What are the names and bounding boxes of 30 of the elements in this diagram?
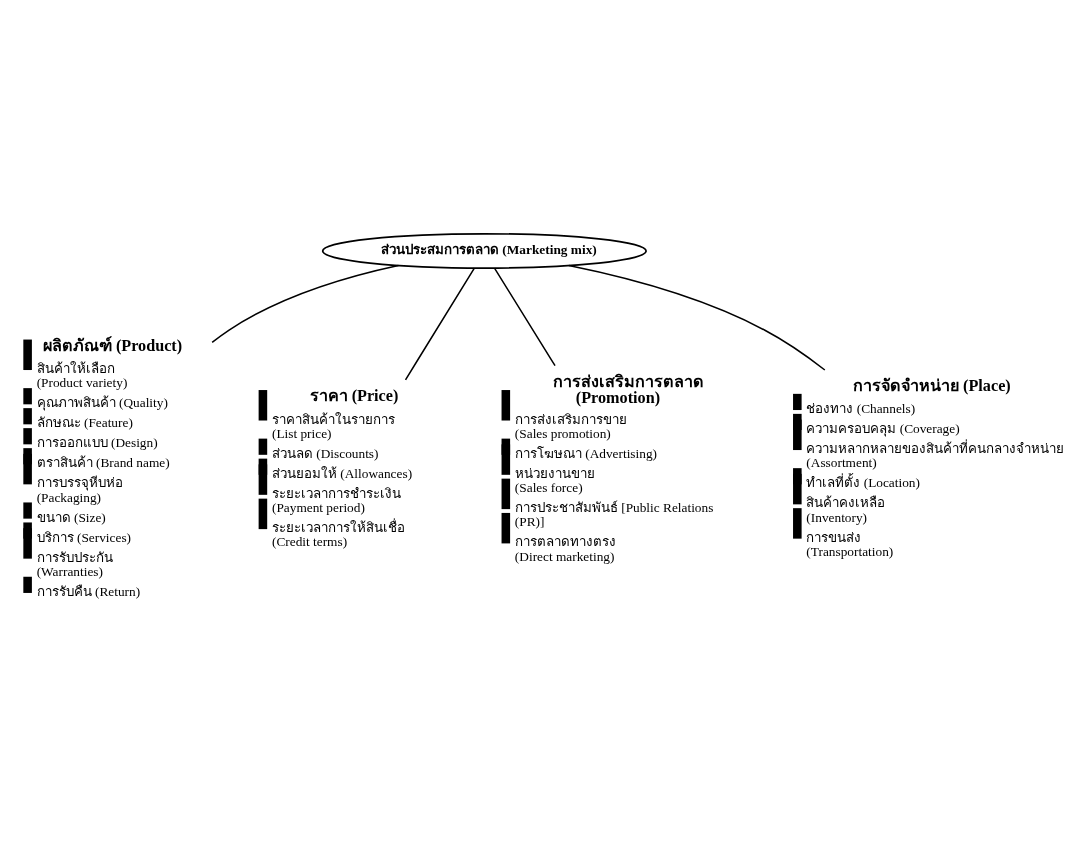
- node-label: การขนส่ง (Transportation): [806, 529, 894, 559]
- node-label: การรับประกัน (Warranties): [36, 549, 113, 579]
- node-label: การจัดจำหน่าย (Place): [853, 376, 1011, 395]
- node-label: ความหลากหลายของสินค้าที่คนกลางจำหน่าย (Assortment): [806, 440, 1065, 470]
- node-label: บริการ (Services): [36, 529, 132, 545]
- node-label: การบรรจุหีบห่อ (Packaging): [36, 474, 123, 505]
- node-label: ช่องทาง (Channels): [806, 400, 916, 416]
- node-label: ระยะเวลาการให้สินเชื่อ (Credit terms): [271, 519, 405, 549]
- node-label: ผลิตภัณฑ์ (Product): [42, 336, 183, 355]
- node-label: การส่งเสริมการขาย (Sales promotion): [514, 411, 627, 441]
- node-label: การส่งเสริมการตลาด (Promotion): [552, 372, 704, 407]
- node-label: ราคา (Price): [309, 386, 399, 405]
- node-label: ส่วนลด (Discounts): [271, 445, 379, 461]
- node-label: การรับคืน (Return): [36, 583, 141, 599]
- node-label: หน่วยงานขาย (Sales force): [514, 465, 595, 495]
- node-label: คุณภาพสินค้า (Quality): [36, 394, 168, 410]
- node-label: การโฆษณา (Advertising): [514, 445, 658, 461]
- node-label: ความครอบคลุม (Coverage): [806, 420, 960, 436]
- node-label: สินค้าให้เลือก (Product variety): [36, 360, 128, 390]
- node-label: ระยะเวลาการชำระเงิน (Payment period): [271, 485, 401, 515]
- node-label: ขนาด (Size): [36, 509, 106, 525]
- node-label: ราคาสินค้าในรายการ (List price): [271, 411, 395, 441]
- node-label: การออกแบบ (Design): [36, 434, 158, 450]
- node-label: ทำเลที่ตั้ง (Location): [806, 474, 920, 490]
- node-label: การประชาสัมพันธ์ [Public Relations (PR)]: [514, 499, 714, 529]
- node-label: ตราสินค้า (Brand name): [36, 454, 170, 470]
- node-label: สินค้าคงเหลือ (Inventory): [806, 494, 886, 525]
- node-label: ส่วนยอมให้ (Allowances): [271, 465, 413, 481]
- node-label: ลักษณะ (Feature): [36, 414, 133, 430]
- node-label: การตลาดทางตรง (Direct marketing): [514, 533, 616, 564]
